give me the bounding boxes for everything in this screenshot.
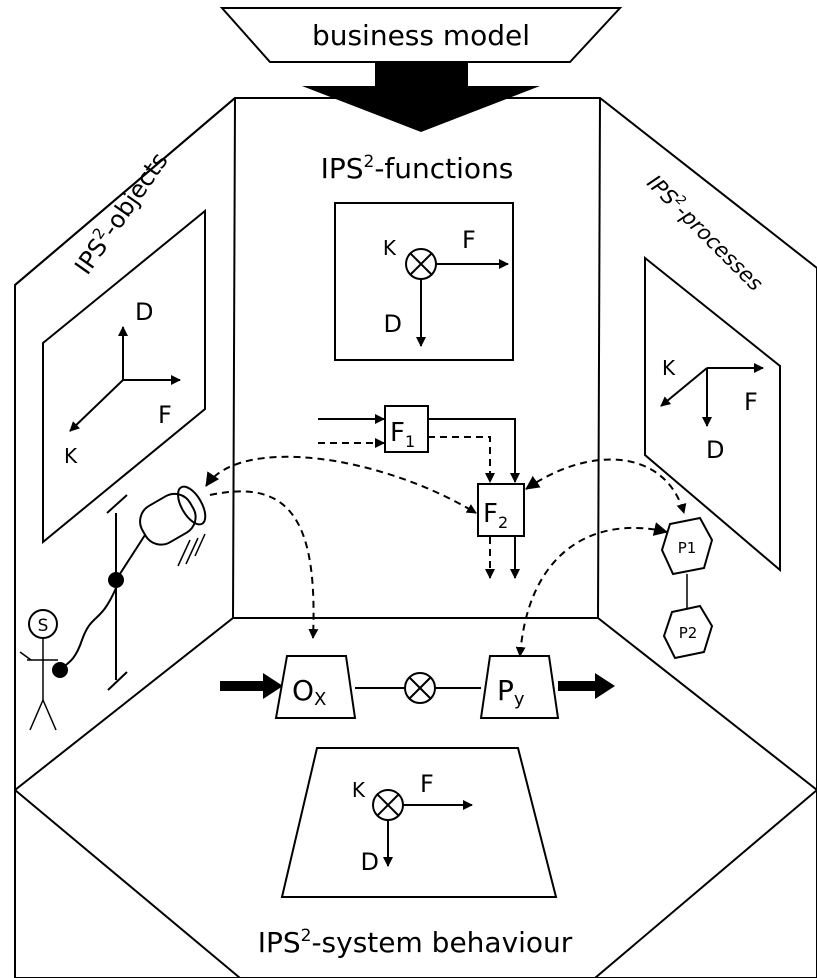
processes-axes-panel: K F D [644, 255, 781, 573]
process-node-p1 [660, 516, 714, 576]
stick-figure: S [19, 609, 58, 731]
dashed-connectors [205, 455, 687, 657]
function-network: F1 F2 [318, 405, 525, 579]
machine-joint-bottom [52, 662, 68, 678]
process-block-py-label: Py [497, 674, 525, 710]
behaviour-flow: OX Py [220, 655, 615, 719]
object-block-ox [274, 655, 357, 719]
objects-d-label: D [135, 298, 153, 326]
functions-axes-panel: K F D [334, 202, 514, 361]
stick-figure-label: S [38, 616, 49, 636]
process-block-py [479, 655, 560, 719]
process-node-p2-label: P2 [679, 624, 698, 642]
objects-axes-panel: D F K [42, 208, 206, 545]
functions-k-label: K [383, 236, 397, 260]
function-block-f2-label: F2 [483, 499, 508, 532]
function-block-f1 [384, 405, 429, 453]
flow-output-arrow [558, 673, 615, 699]
behaviour-wall-title: IPS2-system behaviour [258, 926, 573, 959]
objects-f-label: F [158, 401, 172, 429]
business-model-arrow [302, 62, 540, 132]
behaviour-k-label: K [352, 778, 366, 802]
object-block-ox-label: OX [292, 674, 326, 710]
process-chain: P1 P2 [660, 516, 714, 660]
behaviour-d-label: D [361, 848, 379, 876]
business-model-label: business model [312, 19, 530, 52]
processes-f-label: F [744, 388, 758, 416]
behaviour-f-label: F [420, 770, 434, 798]
functions-d-label: D [384, 310, 402, 338]
process-node-p1-label: P1 [678, 539, 697, 557]
objects-k-label: K [64, 444, 78, 468]
business-model-funnel: business model [219, 7, 623, 132]
process-node-p2 [662, 604, 714, 660]
processes-k-label: K [662, 356, 676, 380]
machine-joint-top [108, 572, 124, 588]
function-block-f1-label: F1 [390, 418, 415, 451]
flow-input-arrow [220, 673, 283, 699]
behaviour-axes-panel: K F D [280, 747, 558, 898]
functions-f-label: F [462, 226, 476, 254]
processes-d-label: D [706, 436, 724, 464]
machine-device [52, 485, 207, 691]
functions-wall-title: IPS2-functions [321, 152, 514, 185]
